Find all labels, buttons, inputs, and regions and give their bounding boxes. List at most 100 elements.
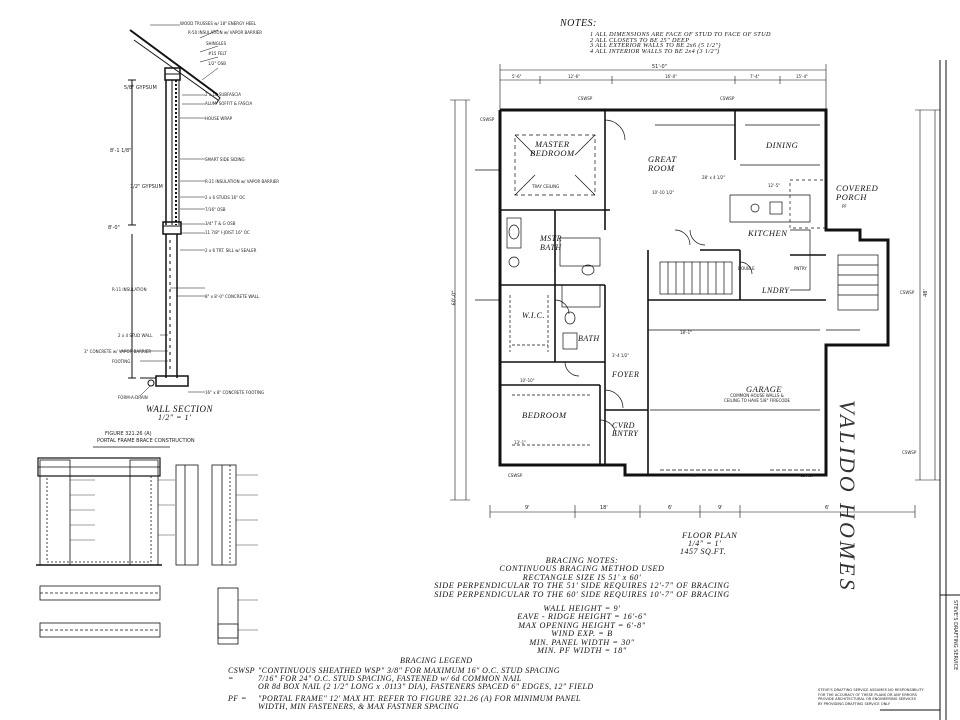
note-item: 3 ALL EXTERIOR WALLS TO BE 2x6 (5 1/2") [590,42,721,50]
ws-label: 8" x 8'-0" CONCRETE WALL [205,294,260,299]
room-kitchen: KITCHEN [748,228,788,238]
dim-bottom-part: 18' [600,505,608,511]
title-block-side-note: STEVE'S DRAFTING SERVICE [952,600,958,671]
ws-label: 16" x 8" CONCRETE FOOTING [205,390,265,395]
notes-title: NOTES: [560,18,597,29]
room-bedroom: BEDROOM [522,410,567,420]
tag-cswsp: CSWSP [480,117,495,122]
ws-label: R-50 INSULATION w/ VAPOR BARRIER [188,30,263,35]
company-name: VALIDO HOMES [835,400,860,593]
dim-misc: 12'-5" [768,183,781,188]
ws-label: HOUSE WRAP [205,116,233,121]
room-dining: DINING [766,140,799,150]
wall-section-title: WALL SECTION [146,404,213,414]
room-lndry: LNDRY [762,286,790,295]
ws-label: 2 x 4 STUD WALL [118,333,153,338]
portal-frame-title: FIGURE 321.26 (A) [105,431,152,437]
dim-left-overall: 60'-0" [451,290,458,306]
tag-cswsp: CSWSP [720,96,735,101]
title-block-disclaimer: STEVE'S DRAFTING SERVICE ASSUMES NO RESP… [818,688,924,706]
bracing-note-line: BRACING NOTES: [545,556,619,565]
room-bath: BATH [578,334,600,343]
ws-label: 3" CONCRETE w/ VAPOR BARRIER [84,349,152,354]
ws-label: #15 FELT [208,51,227,56]
notes-list: 1 ALL DIMENSIONS ARE FACE OF STUD TO FAC… [590,31,771,55]
bracing-note-line: EAVE - RIDGE HEIGHT = 16'-6" [517,612,647,622]
ws-label: R-11 INSULATION [112,287,147,292]
dim-top-part: 5'-6" [512,74,522,79]
dim-top-part: 7'-4" [750,74,760,79]
tag-cswsp: CSWSP [800,473,815,478]
ws-height: 8'-0" [108,225,120,231]
title-block-border [880,60,960,720]
bracing-note-line: WALL HEIGHT = 9' [543,604,621,614]
tag-cswsp: CSWSP [508,473,523,478]
dim-misc: 3'-4 1/2" [612,353,630,358]
room-foyer: FOYER [612,370,640,379]
bracing-note-line: MAX OPENING HEIGHT = 6'-8" [518,620,646,630]
tag-cswsp: CSWSP [900,290,915,295]
bracing-note-line: RECTANGLE SIZE IS 51' x 60' [522,572,642,582]
floor-plan-title: FLOOR PLAN [682,530,738,540]
dim-top-overall: 51'-0" [652,64,668,70]
dim-top-part: 12'-6" [568,74,581,79]
note-item: 1 ALL DIMENSIONS ARE FACE OF STUD TO FAC… [590,31,771,38]
dim-bottom-part: 6' [825,505,830,511]
ws-label: 11 7/8" I-JOIST 16" OC [205,230,250,235]
ws-label: 2 x 10 SUBFASCIA [205,92,241,97]
ws-label: 1/2" OSB [208,61,226,66]
dim-misc: 28' x 4 1/2" [702,175,726,180]
ws-height: 1/2" GYPSUM [130,184,163,190]
legend-row-pf: PF = "PORTAL FRAME" 12' MAX HT. REFER TO… [228,694,581,711]
bracing-legend-title: BRACING LEGEND [400,656,473,665]
wall-section-drawing [120,24,221,397]
bracing-legend: BRACING LEGEND CSWSP = "CONTINUOUS SHEAT… [228,657,594,711]
wall-section-scale: 1/2" = 1' [158,413,192,422]
dim-bottom-part: 6' [668,505,673,511]
tag-pf: PF [842,204,847,209]
floor-plan-area: 1457 SQ.FT. [680,547,727,556]
ws-label: 2 x 6 STUDS 16" OC [205,195,246,200]
ws-height: 8'-1 1/8" [110,148,132,154]
dim-misc: 10'-10" [520,378,535,383]
tray-ceiling-label: TRAY CEILING [532,184,560,189]
dim-bottom-part: 9' [718,505,723,511]
ws-label: 3/4" T & G OSB [205,221,236,226]
floor-plan-drawing [450,64,940,518]
garage-note: COMMON HOUSE WALLS &CEILING TO HAVE 5/8"… [724,393,791,403]
portal-frame-subtitle: PORTAL FRAME BRACE CONSTRUCTION [97,438,195,444]
bracing-note-line: MIN. PANEL WIDTH = 30" [529,637,635,647]
portal-frame-detail-drawing [36,446,258,645]
bracing-note-line: WIND EXP. = B [551,629,613,639]
bracing-note-line: CONTINUOUS BRACING METHOD USED [499,564,665,574]
dim-misc: 13'-1" [514,440,527,445]
room-garage: GARAGE [746,384,783,394]
bracing-note-line: SIDE PERPENDICULAR TO THE 51' SIDE REQUI… [434,581,730,591]
ws-height: 5/8" GYPSUM [124,85,157,91]
dim-top-part: 15'-4" [796,74,809,79]
ws-label: SMART SIDE SIDING [205,157,245,162]
tag-cswsp: CSWSP [578,96,593,101]
bracing-note-line: SIDE PERPENDICULAR TO THE 60' SIDE REQUI… [434,589,730,599]
room-wic: W.I.C. [522,311,545,320]
ws-label: FOOTING [112,359,131,364]
pantry-label: PNTRY [794,266,807,271]
ws-label: R-21 INSULATION w/ VAPOR BARRIER [205,179,280,184]
ws-label: SHINGLES [206,41,227,46]
double-label: DOUBLE [738,266,755,271]
ws-label: 7/16" OSB [205,207,226,212]
tag-cswsp: CSWSP [902,450,917,455]
dim-bottom-part: 9' [525,505,530,511]
bracing-notes: BRACING NOTES: CONTINUOUS BRACING METHOD… [382,556,782,655]
ws-label: WOOD TRUSSES w/ 18" ENERGY HEEL [180,21,256,26]
tag-pf: PF [692,473,697,478]
dim-misc: 10'-10 1/2" [652,190,675,195]
ws-label: ALUM. SOFFIT & FASCIA [205,101,253,106]
dim-right-overall: 48' [922,289,929,297]
